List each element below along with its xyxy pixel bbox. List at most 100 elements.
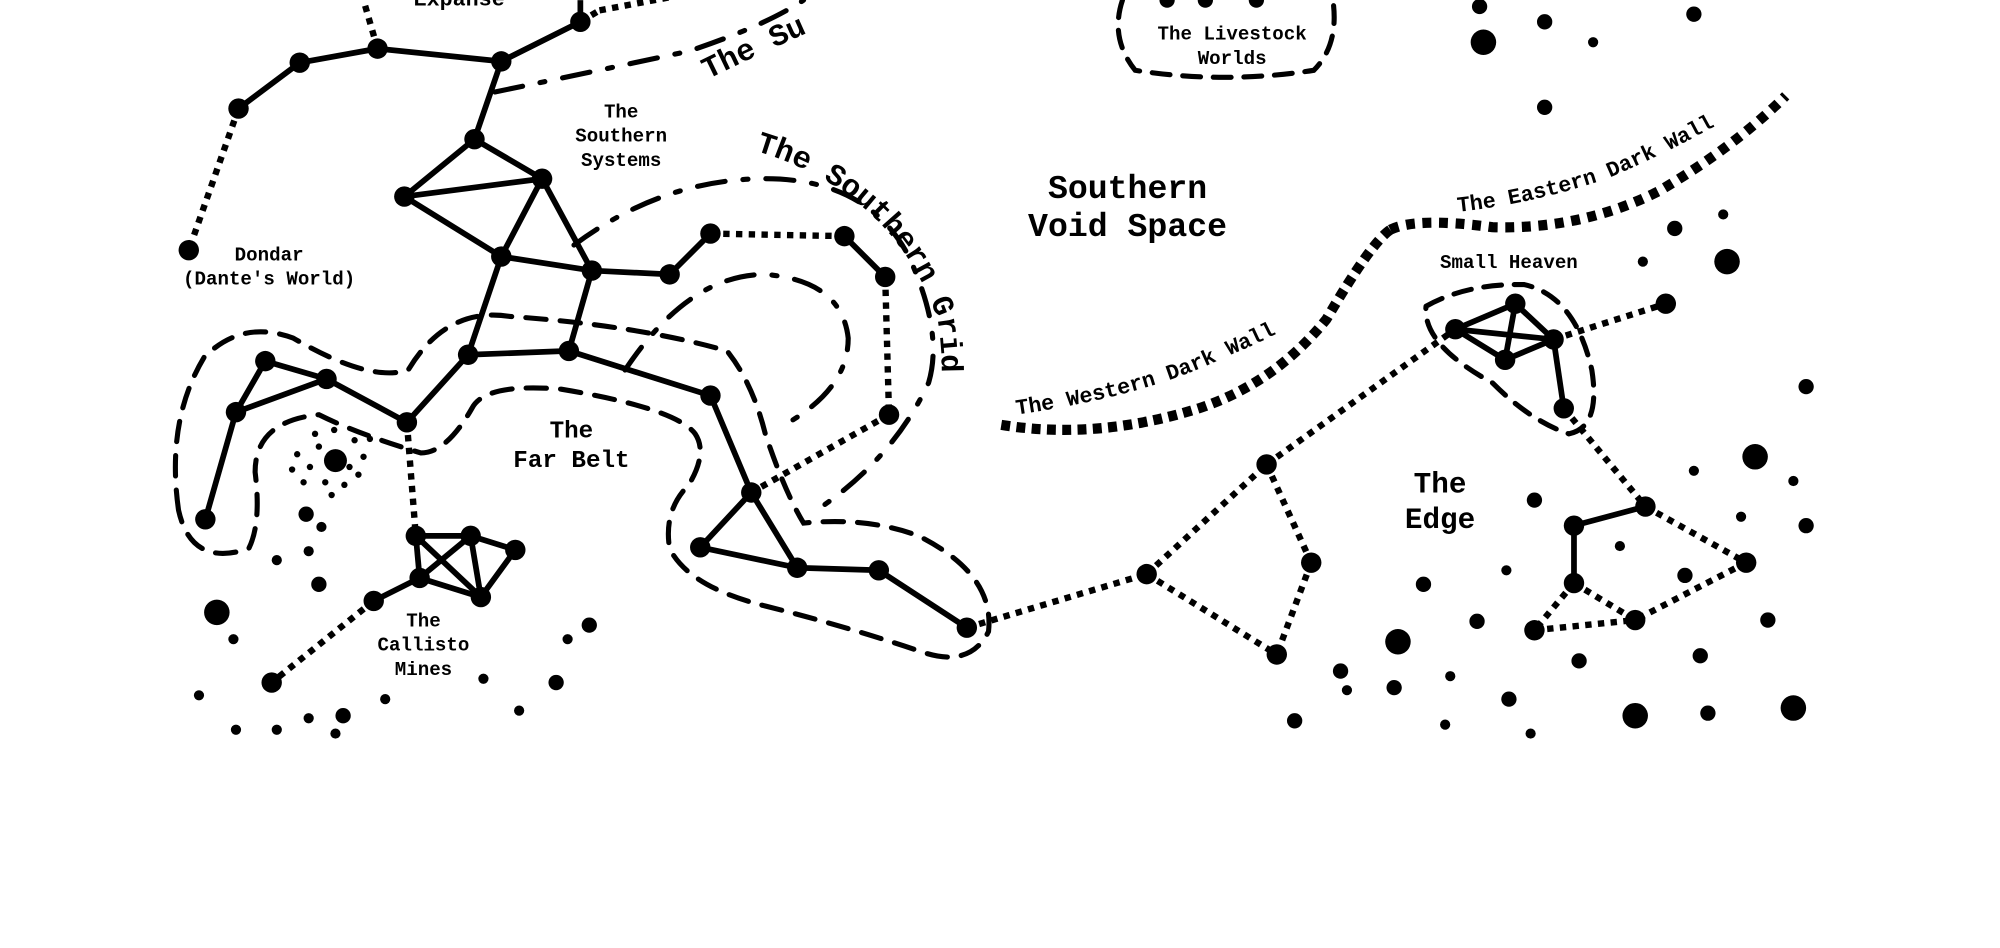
- star: [1385, 628, 1411, 655]
- star: [1742, 444, 1768, 470]
- star-system: [878, 404, 900, 425]
- star: [1614, 540, 1625, 552]
- star: [1286, 713, 1303, 729]
- star-system: [1494, 349, 1516, 371]
- star-system: [868, 560, 890, 581]
- star: [306, 463, 314, 471]
- star: [1692, 648, 1708, 664]
- dotted-route: [749, 411, 891, 496]
- label-void-line1: Southern: [1048, 170, 1207, 208]
- star: [1341, 685, 1353, 696]
- star: [294, 451, 301, 458]
- label-southern-systems-line2: Southern: [575, 126, 667, 148]
- dotted-route: [360, 0, 381, 50]
- label-western-dark-wall: The Western Dark Wall: [1014, 318, 1280, 422]
- solid-route: [498, 177, 545, 258]
- solid-route: [539, 177, 595, 272]
- solid-route: [413, 533, 483, 600]
- star-system: [1266, 644, 1287, 665]
- solid-route: [377, 45, 502, 65]
- solid-route: [591, 267, 670, 278]
- solid-route: [698, 490, 754, 550]
- solid-route: [877, 567, 969, 631]
- star-system: [1655, 293, 1677, 314]
- star-system: [956, 617, 978, 638]
- star: [1718, 209, 1729, 220]
- star: [204, 599, 230, 626]
- star-system: [1553, 398, 1574, 419]
- star: [1788, 475, 1799, 487]
- solid-route: [468, 348, 569, 358]
- label-eastern-dark-wall: The Eastern Dark Wall: [1456, 110, 1719, 219]
- far-belt-boundary: [172, 312, 992, 660]
- dotted-route: [882, 276, 893, 415]
- label-void-line2: Void Space: [1028, 208, 1227, 246]
- dotted-route: [1572, 580, 1637, 623]
- star-system: [1301, 552, 1322, 573]
- livestock-boundary: [1115, 0, 1337, 80]
- dotted-route: [269, 598, 376, 686]
- star-systems: [178, 0, 1814, 739]
- label-small-heaven: Small Heaven: [1440, 252, 1578, 274]
- star: [1526, 492, 1543, 508]
- star-system: [323, 449, 347, 473]
- star-system: [834, 225, 855, 247]
- star-system: [316, 368, 337, 390]
- star: [562, 634, 573, 645]
- star: [1714, 248, 1740, 275]
- star-system: [1635, 496, 1656, 517]
- star-system: [1625, 609, 1646, 631]
- star-system: [491, 51, 512, 72]
- dotted-route: [598, 0, 673, 14]
- star: [1501, 691, 1517, 707]
- star: [1588, 37, 1599, 48]
- star: [271, 724, 282, 735]
- star: [303, 713, 314, 724]
- star-system: [875, 266, 896, 288]
- solid-route: [1550, 339, 1567, 409]
- solid-route: [402, 194, 503, 259]
- label-superior: The Su: [697, 11, 811, 89]
- western-dark-wall: [1000, 225, 1394, 435]
- star: [193, 690, 205, 701]
- label-expanse: Expanse: [414, 0, 505, 12]
- star-system: [741, 482, 762, 503]
- star: [1536, 14, 1553, 30]
- star-system: [1136, 563, 1157, 585]
- star: [1445, 671, 1456, 682]
- star: [311, 430, 319, 438]
- solid-route: [1454, 301, 1517, 332]
- star: [1536, 99, 1553, 115]
- star: [351, 437, 358, 444]
- solid-route: [473, 136, 544, 182]
- star: [1501, 565, 1512, 576]
- star-system: [457, 344, 479, 365]
- solid-route: [1573, 503, 1647, 529]
- solid-route: [748, 491, 800, 570]
- dotted-route: [1264, 326, 1458, 468]
- star: [341, 481, 348, 489]
- label-edge-line2: Edge: [1405, 504, 1475, 537]
- star: [230, 724, 242, 735]
- dotted-route: [1273, 561, 1315, 656]
- star-system: [409, 567, 430, 589]
- star: [330, 728, 341, 739]
- star: [1440, 719, 1451, 730]
- star: [271, 554, 282, 566]
- dotted-route: [1144, 462, 1269, 577]
- star-system: [1563, 572, 1585, 594]
- eastern-dark-wall: [1388, 92, 1790, 235]
- solid-route: [236, 60, 302, 111]
- dotted-route: [1531, 581, 1577, 633]
- star-system: [570, 11, 591, 33]
- star-system: [1248, 0, 1265, 8]
- star-system: [289, 52, 310, 73]
- star-system: [531, 168, 553, 189]
- star: [1525, 728, 1536, 739]
- solid-route: [1455, 326, 1554, 343]
- star-system: [367, 38, 388, 59]
- label-southern-systems-line1: The: [604, 101, 638, 123]
- label-far-belt-line2: Far Belt: [513, 448, 629, 475]
- star-system: [464, 128, 485, 150]
